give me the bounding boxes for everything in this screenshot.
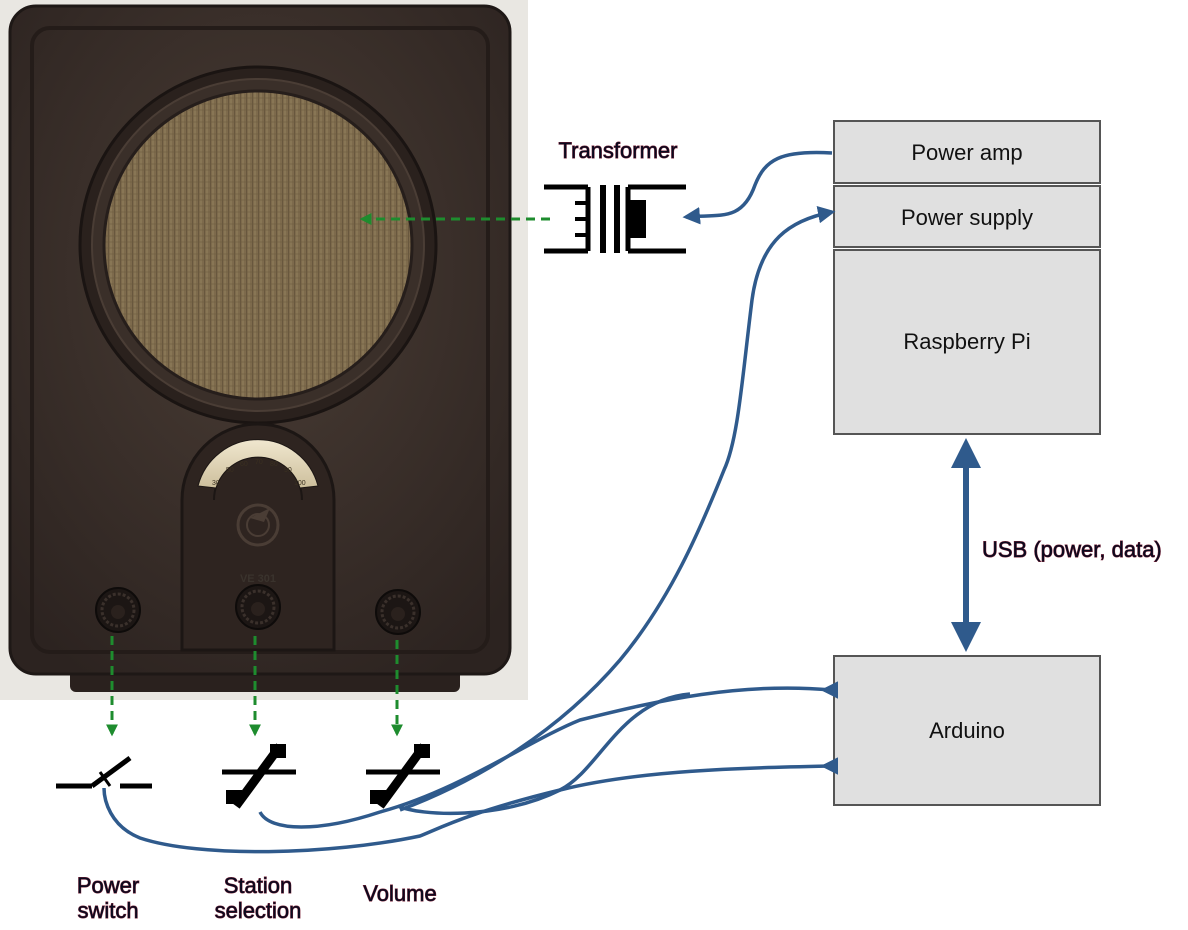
volume-knob — [375, 589, 421, 635]
volume-to-arduino-wire — [397, 692, 691, 816]
speaker-grille — [102, 89, 414, 401]
dial-number: 30 — [212, 480, 220, 487]
dial-number: 90 — [284, 467, 292, 474]
power-amp-to-transformer-wire — [682, 150, 833, 225]
raspberry-pi-label: Raspberry Pi — [903, 329, 1030, 354]
radio-front-rim — [30, 26, 490, 654]
power-switch-label-line2: switch — [77, 898, 138, 923]
arduino-box: Arduino — [833, 655, 1101, 806]
volume-label: Volume — [363, 881, 436, 906]
station-selection-knob — [235, 584, 281, 630]
power-supply-to-volume-wire — [399, 206, 836, 812]
power-switch-knob — [95, 587, 141, 633]
raspberry-pi-box: Raspberry Pi — [833, 249, 1101, 435]
usb-label: USB (power, data) — [982, 537, 1162, 562]
switch-symbol-icon — [56, 755, 152, 789]
manufacturer-emblem-icon — [236, 503, 280, 547]
potentiometer-symbol-icon — [222, 743, 296, 809]
dial-scale-numbers: 30 50 60 70 80 90 100 — [212, 459, 306, 487]
power-supply-label: Power supply — [901, 205, 1033, 230]
transformer-symbol-icon — [544, 184, 686, 254]
wires — [102, 150, 838, 854]
station-selection-label-line1: Station — [224, 873, 293, 898]
potentiometer-symbol-icon — [366, 743, 440, 809]
dial-housing — [180, 422, 336, 652]
power-switch-label-line1: Power — [77, 873, 139, 898]
radio-cabinet: 30 50 60 70 80 90 100 VE 301 — [0, 0, 528, 700]
tuning-dial-scale — [197, 439, 319, 489]
power-amp-label: Power amp — [911, 140, 1022, 165]
dial-number: 100 — [294, 480, 306, 487]
radio-model-badge: VE 301 — [240, 573, 276, 585]
dial-number: 50 — [226, 467, 234, 474]
arduino-to-station-wire — [258, 686, 833, 829]
dial-number: 70 — [255, 459, 263, 466]
dial-number: 80 — [270, 461, 278, 468]
arduino-to-power-switch-wire — [102, 764, 833, 854]
dial-number: 60 — [240, 461, 248, 468]
transformer-label: Transformer — [559, 138, 678, 163]
station-selection-label-line2: selection — [215, 898, 302, 923]
power-amp-box: Power amp — [833, 120, 1101, 184]
arduino-label: Arduino — [929, 718, 1005, 743]
power-supply-box: Power supply — [833, 185, 1101, 248]
mechanical-links — [106, 213, 550, 737]
